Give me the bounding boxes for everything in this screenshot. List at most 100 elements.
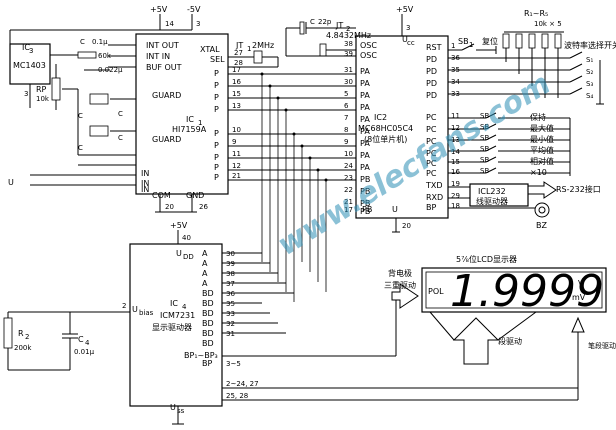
mcu-pin-label: PA bbox=[360, 103, 370, 112]
svg-text:P: P bbox=[214, 153, 219, 162]
svg-text:P: P bbox=[214, 93, 219, 102]
mcu-pin-number: 39 bbox=[344, 50, 353, 58]
svg-text:S₃: S₃ bbox=[586, 80, 593, 88]
svg-text:20: 20 bbox=[402, 222, 411, 230]
rp-value: 10k bbox=[36, 95, 50, 103]
svg-text:JT: JT bbox=[235, 41, 243, 50]
svg-text:S₂: S₂ bbox=[586, 68, 593, 76]
mcu-note: (8位单片机) bbox=[364, 134, 407, 144]
svg-text:2: 2 bbox=[122, 302, 126, 310]
ux-input: U bbox=[8, 178, 14, 187]
function-button-ref: SB bbox=[480, 145, 489, 153]
svg-text:26: 26 bbox=[199, 203, 208, 211]
mcu-pin-label: PA bbox=[360, 115, 370, 124]
mcu-pin-number: 10 bbox=[344, 150, 353, 158]
function-button-ref: SB bbox=[480, 112, 489, 120]
svg-text:V: V bbox=[578, 279, 584, 288]
mcu-pin-label: PD bbox=[426, 91, 437, 100]
svg-text:4: 4 bbox=[182, 303, 187, 311]
function-button-label: 相对值 bbox=[530, 156, 554, 166]
function-button-ref: SB bbox=[480, 156, 489, 164]
svg-text:COM: COM bbox=[152, 191, 171, 200]
svg-text:BP₁~BP₃: BP₁~BP₃ bbox=[184, 351, 218, 360]
mcu-pin-label: PA bbox=[360, 127, 370, 136]
svg-text:10k × 5: 10k × 5 bbox=[534, 20, 562, 28]
lcd-driver-pin-label: A bbox=[202, 249, 208, 258]
svg-text:JT: JT bbox=[335, 21, 343, 30]
adc-chip: INT OUT INT IN BUF OUT GUARD GUARD IC 1 … bbox=[135, 33, 229, 213]
svg-text:GUARD: GUARD bbox=[152, 91, 181, 100]
mcu-pin-number: 30 bbox=[344, 78, 353, 86]
svg-text:C: C bbox=[78, 144, 83, 152]
ref-ic-label: IC bbox=[22, 43, 30, 52]
lcd-driver-pin-label: A bbox=[202, 259, 208, 268]
mcu-pin-number: 29 bbox=[451, 192, 460, 200]
mcu-pin-label: TXD bbox=[425, 181, 443, 190]
svg-text:cc: cc bbox=[407, 39, 415, 47]
lcd-display: 5⅞位LCD显示器 POL 1.9999 V mV 背电极 三重驱动 段驱动 笔… bbox=[244, 254, 616, 401]
svg-text:20: 20 bbox=[165, 203, 174, 211]
svg-text:U: U bbox=[392, 205, 398, 214]
svg-text:GUARD: GUARD bbox=[152, 135, 181, 144]
lcd-driver-pin-number: 39 bbox=[226, 260, 235, 268]
svg-text:U: U bbox=[402, 35, 408, 44]
function-button-ref: SB bbox=[480, 123, 489, 131]
svg-text:2: 2 bbox=[25, 333, 29, 341]
mcu-pin-number: 19 bbox=[451, 180, 460, 188]
svg-text:GND: GND bbox=[186, 191, 204, 200]
reset-label: 复位 bbox=[482, 36, 498, 46]
svg-text:U: U bbox=[170, 403, 176, 412]
mcu-pin-label: PB bbox=[360, 207, 370, 216]
baud-switches[interactable]: R₁~R₅ 10k × 5 波特率选择开关 S₁ S₂ S₃ S₄ bbox=[504, 9, 616, 105]
svg-text:IN: IN bbox=[141, 179, 149, 188]
svg-text:+5V: +5V bbox=[396, 5, 414, 14]
mcu-pin-number: 23 bbox=[344, 174, 353, 182]
svg-text:P: P bbox=[214, 163, 219, 172]
svg-text:P: P bbox=[214, 141, 219, 150]
lcd-driver-pin-label: A bbox=[202, 269, 208, 278]
rs232-driver: ICL232 线驱动器 RS-232接口 BZ bbox=[448, 181, 601, 230]
adc-pin-number: 11 bbox=[232, 150, 241, 158]
mcu-pin-label: PB bbox=[360, 175, 370, 184]
svg-text:2: 2 bbox=[346, 25, 350, 33]
adc-pin-number: 16 bbox=[232, 78, 241, 86]
svg-text:60k: 60k bbox=[98, 52, 112, 60]
function-button-label: 最小值 bbox=[530, 134, 554, 144]
svg-text:4: 4 bbox=[85, 339, 90, 347]
adc-part: HI7159A bbox=[172, 125, 207, 134]
svg-text:P: P bbox=[214, 129, 219, 138]
svg-text:2MHz: 2MHz bbox=[252, 41, 274, 50]
reset-switch[interactable]: SB 1 复位 bbox=[448, 36, 498, 54]
svg-text:+5V: +5V bbox=[170, 221, 188, 230]
svg-text:R₁~R₅: R₁~R₅ bbox=[524, 9, 548, 18]
baud-note: 波特率选择开关 bbox=[564, 40, 616, 50]
mcu-pin-number: 5 bbox=[344, 90, 348, 98]
power-rail-top: +5V -5V 14 3 bbox=[10, 5, 201, 31]
svg-text:R: R bbox=[18, 329, 24, 338]
adc-passives: C 0.1μ 60k 0.022μ C C C C U bbox=[8, 38, 136, 187]
svg-text:28: 28 bbox=[234, 59, 243, 67]
mcu-part: MC68HC05C4 bbox=[358, 124, 413, 133]
svg-text:3: 3 bbox=[29, 47, 33, 55]
buzzer-icon bbox=[534, 202, 550, 218]
lcd-driver-pin-number: 35 bbox=[226, 300, 235, 308]
adc-pin-number: 13 bbox=[232, 102, 241, 110]
mcu-pin-number: 17 bbox=[344, 206, 353, 214]
svg-text:XTAL: XTAL bbox=[200, 45, 220, 54]
lcd-driver-pin-label: A bbox=[202, 279, 208, 288]
svg-text:25, 28: 25, 28 bbox=[226, 392, 248, 400]
mcu-pin-label: PC bbox=[426, 125, 437, 134]
pen-drive-label: 笔段驱动 bbox=[588, 341, 616, 350]
lcd-driver-desc: 显示驱动器 bbox=[152, 322, 192, 332]
svg-text:3: 3 bbox=[406, 24, 410, 32]
adc-pin-number: 17 bbox=[232, 66, 241, 74]
lcd-driver-pin-number: 3~5 bbox=[226, 360, 241, 368]
svg-text:mV: mV bbox=[572, 293, 586, 302]
seg-drive-label: 段驱动 bbox=[498, 336, 522, 346]
mcu-pin-label: PC bbox=[426, 169, 437, 178]
mcu-pin-label: RXD bbox=[426, 193, 443, 202]
